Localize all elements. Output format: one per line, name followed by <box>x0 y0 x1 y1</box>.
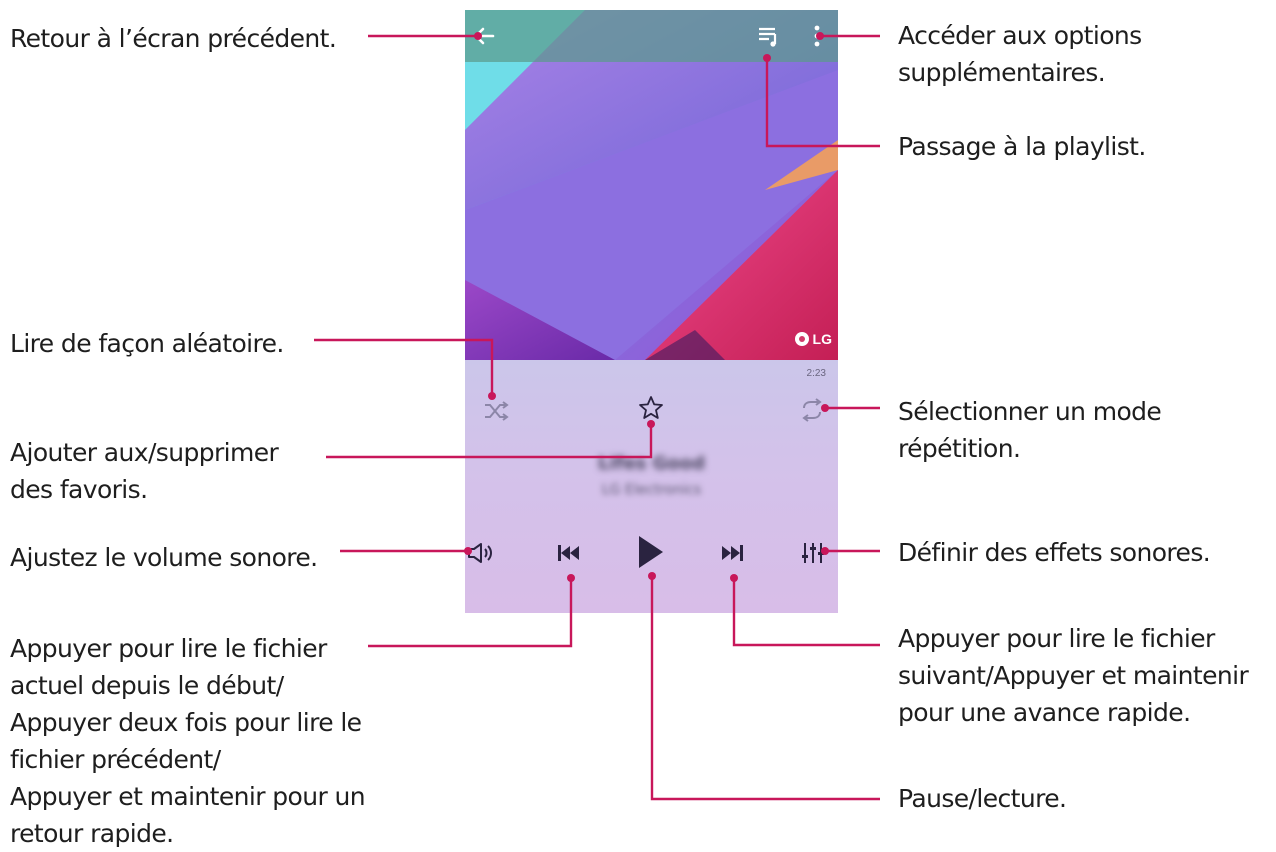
callout-favorites-line-1: Ajouter aux/supprimer <box>10 438 279 467</box>
more-vertical-icon[interactable] <box>812 24 822 48</box>
callout-options-line-2: supplémentaires. <box>898 58 1106 87</box>
callout-options-line-1: Accéder aux options <box>898 21 1142 50</box>
callout-effects: Définir des effets sonores. <box>898 538 1211 567</box>
callout-favorites: Ajouter aux/supprimer des favoris. <box>10 434 279 508</box>
callout-favorites-line-2: des favoris. <box>10 475 148 504</box>
repeat-icon[interactable] <box>799 398 825 422</box>
callout-previous-line-4: fichier précédent/ <box>10 745 221 774</box>
callout-back: Retour à l’écran précédent. <box>10 24 337 53</box>
skip-next-icon[interactable] <box>719 543 745 563</box>
player-panel <box>465 360 838 613</box>
callout-repeat-line-2: répétition. <box>898 434 1021 463</box>
callout-previous-line-6: retour rapide. <box>10 819 174 848</box>
callout-previous-line-1: Appuyer pour lire le fichier <box>10 634 327 663</box>
callout-next-line-2: suivant/Appuyer et maintenir <box>898 661 1249 690</box>
callout-play: Pause/lecture. <box>898 784 1067 813</box>
callout-repeat-line-1: Sélectionner un mode <box>898 397 1162 426</box>
star-icon[interactable] <box>638 395 664 421</box>
callout-shuffle: Lire de façon aléatoire. <box>10 329 284 358</box>
shuffle-icon[interactable] <box>483 400 509 422</box>
play-icon[interactable] <box>637 534 665 570</box>
callout-previous-line-5: Appuyer et maintenir pour un <box>10 782 366 811</box>
callout-repeat: Sélectionner un mode répétition. <box>898 393 1162 467</box>
song-artist: LG Electronics <box>601 482 702 498</box>
callout-next: Appuyer pour lire le fichier suivant/App… <box>898 620 1249 731</box>
lg-logo-icon <box>794 332 809 346</box>
equalizer-icon[interactable] <box>801 541 825 565</box>
callout-next-line-1: Appuyer pour lire le fichier <box>898 624 1215 653</box>
arrow-left-icon[interactable] <box>473 26 495 46</box>
music-player-screen: LG 2:23 Lifes Good LG Electronics <box>465 10 838 613</box>
playlist-icon[interactable] <box>757 24 781 48</box>
callout-previous-line-3: Appuyer deux fois pour lire le <box>10 708 362 737</box>
brand-badge: LG <box>794 326 832 352</box>
album-art <box>465 10 838 360</box>
skip-previous-icon[interactable] <box>556 543 582 563</box>
callout-previous: Appuyer pour lire le fichier actuel depu… <box>10 630 366 852</box>
brand-badge-label: LG <box>812 331 832 347</box>
callout-next-line-3: pour une avance rapide. <box>898 698 1191 727</box>
callout-playlist: Passage à la playlist. <box>898 132 1146 161</box>
callout-volume: Ajustez le volume sonore. <box>10 543 318 572</box>
callout-options: Accéder aux options supplémentaires. <box>898 17 1142 91</box>
callout-previous-line-2: actuel depuis le début/ <box>10 671 284 700</box>
song-title: Lifes Good <box>597 453 706 474</box>
speaker-icon[interactable] <box>467 541 495 565</box>
track-time: 2:23 <box>806 368 826 379</box>
top-app-bar <box>465 10 838 62</box>
